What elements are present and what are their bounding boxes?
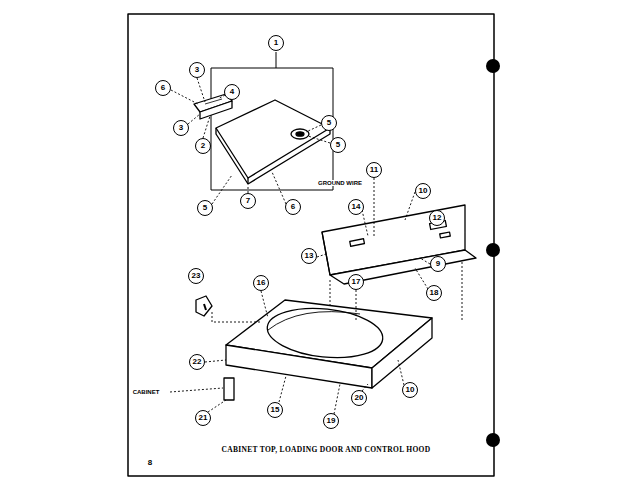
callout-number: 22 bbox=[189, 354, 205, 370]
callout-number: 19 bbox=[323, 413, 339, 429]
page-number: 8 bbox=[148, 458, 152, 467]
callout-number: 15 bbox=[267, 402, 283, 418]
callout-number: 13 bbox=[301, 248, 317, 264]
callout-number: 7 bbox=[240, 193, 256, 209]
callout-number: 2 bbox=[195, 138, 211, 154]
callout-number: 3 bbox=[173, 120, 189, 136]
callout-number: 5 bbox=[321, 115, 337, 131]
assembly-bracket bbox=[211, 68, 333, 190]
callout-number: 10 bbox=[415, 183, 431, 199]
callout-number: 6 bbox=[155, 80, 171, 96]
callout-number: 21 bbox=[195, 410, 211, 426]
callout-number: 5 bbox=[330, 137, 346, 153]
callout-number: 1 bbox=[268, 35, 284, 51]
callout-number: 23 bbox=[188, 268, 204, 284]
callout-number: 3 bbox=[189, 62, 205, 78]
callout-number: 5 bbox=[197, 200, 213, 216]
figure-caption: CABINET TOP, LOADING DOOR AND CONTROL HO… bbox=[222, 445, 431, 454]
callout-number: 12 bbox=[429, 210, 445, 226]
clip bbox=[196, 296, 212, 316]
callout-number: 6 bbox=[285, 199, 301, 215]
callout-number: 9 bbox=[430, 256, 446, 272]
callout-number: 18 bbox=[426, 285, 442, 301]
callout-number: 17 bbox=[348, 274, 364, 290]
punch-holes bbox=[486, 59, 500, 447]
page-frame bbox=[128, 14, 494, 476]
callout-number: 16 bbox=[253, 275, 269, 291]
callout-number: 10 bbox=[402, 382, 418, 398]
part-name: GROUND WIRE bbox=[317, 180, 363, 186]
part-name: CABINET bbox=[132, 389, 161, 395]
callout-number: 20 bbox=[351, 390, 367, 406]
callout-number: 14 bbox=[348, 199, 364, 215]
cabinet-bracket bbox=[224, 378, 234, 400]
callout-number: 4 bbox=[224, 84, 240, 100]
loading-door bbox=[216, 100, 330, 178]
callout-number: 11 bbox=[366, 162, 382, 178]
